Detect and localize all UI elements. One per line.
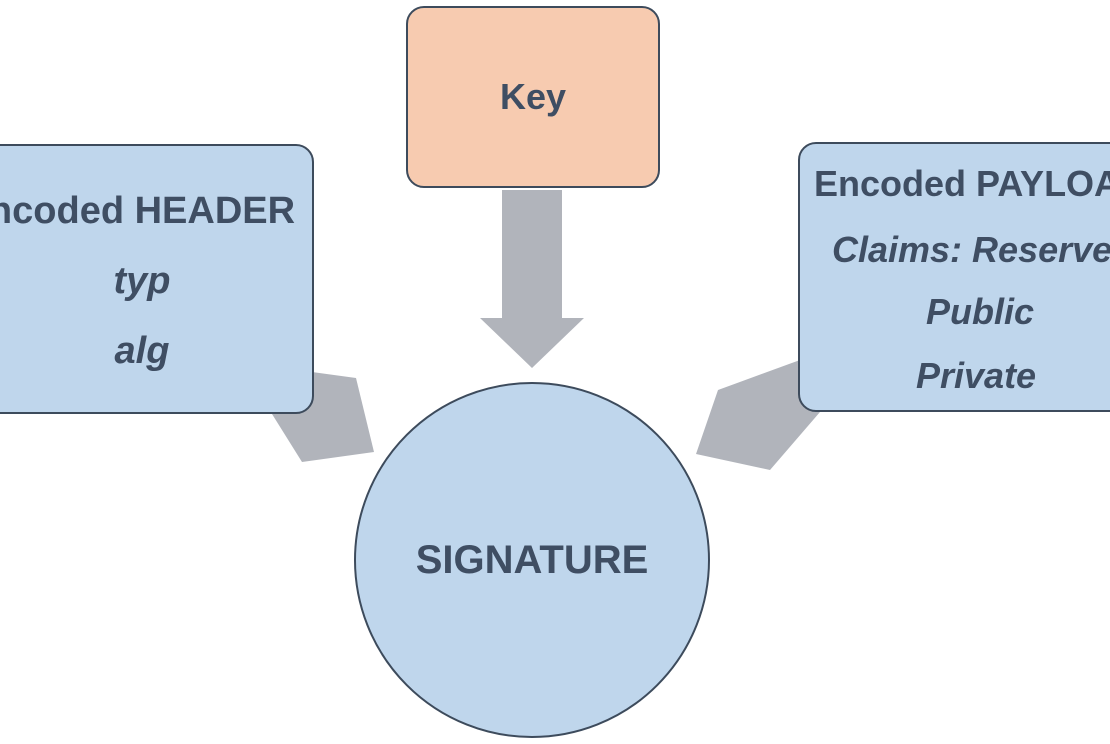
- encoded-header-title: ncoded HEADER: [0, 190, 296, 232]
- payload-claims-reserved: Claims: Reservec: [832, 229, 1110, 270]
- key-box-label: Key: [499, 76, 567, 117]
- arrow-key-to-signature: [480, 190, 584, 368]
- header-claim-alg: alg: [114, 330, 170, 372]
- payload-claims-private: Private: [916, 355, 1037, 396]
- key-box: Key: [406, 6, 660, 188]
- encoded-payload-title: Encoded PAYLOA: [814, 163, 1110, 204]
- signature-circle: SIGNATURE: [354, 382, 710, 738]
- encoded-header-box: ncoded HEADER typ alg: [0, 144, 314, 414]
- header-claim-typ: typ: [113, 260, 171, 302]
- arrow-payload-to-signature: [696, 360, 820, 470]
- encoded-payload-box: Encoded PAYLOA Claims: Reservec Public P…: [798, 142, 1110, 412]
- signature-label: SIGNATURE: [415, 537, 649, 582]
- payload-claims-public: Public: [926, 291, 1035, 332]
